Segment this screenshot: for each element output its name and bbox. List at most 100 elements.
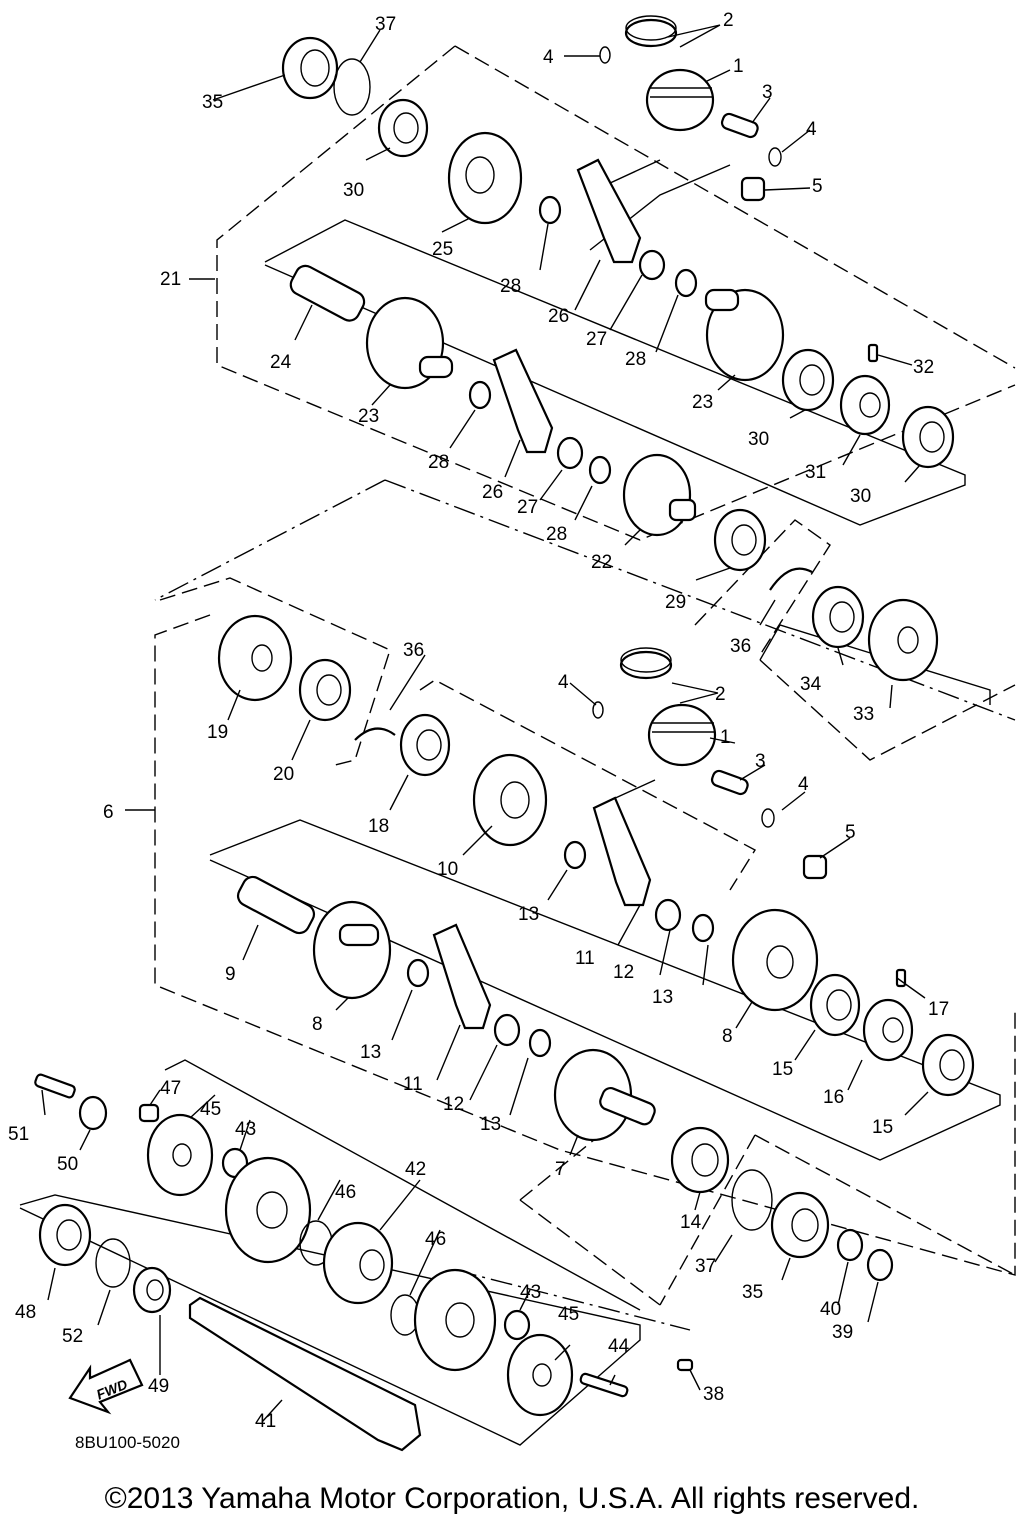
bearing-12-upper xyxy=(654,898,682,932)
callout-46: 46 xyxy=(335,1182,356,1203)
collar-43-lower xyxy=(503,1309,531,1341)
callout-34: 34 xyxy=(800,674,822,695)
callout-8: 8 xyxy=(312,1014,323,1035)
callout-5: 5 xyxy=(845,822,856,843)
callout-30: 30 xyxy=(748,429,769,450)
pin-32 xyxy=(867,343,879,363)
callout-2: 2 xyxy=(715,684,726,705)
diagram-code: 8BU100-5020 xyxy=(75,1433,180,1452)
conrod-11-lower xyxy=(432,923,492,1030)
callout-28: 28 xyxy=(500,276,521,297)
callout-17: 17 xyxy=(928,999,949,1020)
callout-45: 45 xyxy=(200,1099,221,1120)
washer-28-upper-c xyxy=(468,380,492,410)
group-outline-lower-top xyxy=(164,1059,641,1311)
callout-7: 7 xyxy=(555,1159,566,1180)
callout-16: 16 xyxy=(823,1087,844,1108)
callout-26: 26 xyxy=(482,482,503,503)
callout-11: 11 xyxy=(403,1074,423,1095)
callout-10: 10 xyxy=(437,859,458,880)
callout-22: 22 xyxy=(591,552,612,573)
bearing-15-right xyxy=(921,1033,975,1097)
gear-plate-upper xyxy=(224,1156,312,1264)
gear-plate-lower xyxy=(413,1268,497,1372)
bearing-27-lower xyxy=(556,436,584,470)
crank-7 xyxy=(553,1048,656,1142)
callout-15: 15 xyxy=(872,1117,893,1138)
callout-11: 11 xyxy=(575,948,595,969)
callout-43: 43 xyxy=(235,1119,256,1140)
callout-13: 13 xyxy=(360,1042,381,1063)
callout-13: 13 xyxy=(652,987,673,1008)
clip-4-middle-a xyxy=(592,701,604,719)
crank-22 xyxy=(622,453,697,537)
callout-4: 4 xyxy=(558,672,569,693)
crankpin-9 xyxy=(236,875,316,935)
callout-4: 4 xyxy=(806,119,817,140)
callout-35: 35 xyxy=(742,1282,763,1303)
group-outline-21 xyxy=(216,45,1016,541)
callout-13: 13 xyxy=(518,904,539,925)
crank-half-23-left xyxy=(365,296,454,390)
nut-39 xyxy=(866,1248,894,1282)
callout-43: 43 xyxy=(520,1282,541,1303)
callout-2: 2 xyxy=(723,10,734,31)
callout-5: 5 xyxy=(812,176,823,197)
washer-28-upper-a xyxy=(538,195,562,225)
collar-31 xyxy=(839,374,891,436)
washer-13-b xyxy=(691,913,715,943)
leader-lines xyxy=(41,24,929,1423)
callout-29: 29 xyxy=(665,592,686,613)
callout-24: 24 xyxy=(270,352,292,373)
callout-50: 50 xyxy=(57,1154,78,1175)
callout-9: 9 xyxy=(225,964,236,985)
bearing-30-right xyxy=(901,405,955,469)
callout-28: 28 xyxy=(625,349,646,370)
group-outline-19-20 xyxy=(159,577,391,766)
callout-46: 46 xyxy=(425,1229,446,1250)
callout-44: 44 xyxy=(608,1336,630,1357)
group-outline-middle-inner xyxy=(419,679,756,891)
bearing-35-lower xyxy=(770,1191,830,1259)
callout-25: 25 xyxy=(432,239,453,260)
callout-1: 1 xyxy=(720,727,731,748)
bearing-29 xyxy=(713,508,767,572)
callout-12: 12 xyxy=(613,962,634,983)
sprocket-19 xyxy=(217,614,293,702)
callout-37: 37 xyxy=(375,14,396,35)
callout-41: 41 xyxy=(255,1411,276,1432)
clip-4-upper-a xyxy=(599,46,611,64)
callout-51: 51 xyxy=(8,1124,29,1145)
callout-28: 28 xyxy=(546,524,567,545)
callout-27: 27 xyxy=(586,329,607,350)
circlip-37-lower xyxy=(731,1169,773,1231)
callout-1: 1 xyxy=(733,56,744,77)
crank-8-left xyxy=(312,900,392,1000)
conrod-26-lower xyxy=(492,348,554,454)
callout-30: 30 xyxy=(850,486,871,507)
piston-ring-2-upper xyxy=(624,15,678,48)
callout-37: 37 xyxy=(695,1256,716,1277)
callout-36: 36 xyxy=(403,640,424,661)
callout-3: 3 xyxy=(755,751,766,772)
bearing-5-middle xyxy=(802,854,828,880)
callout-35: 35 xyxy=(202,92,223,113)
clip-4-upper-b xyxy=(768,147,782,167)
bearing-12-lower xyxy=(493,1013,521,1047)
collar-16 xyxy=(862,998,914,1062)
circlip-52 xyxy=(95,1238,131,1288)
washer-50 xyxy=(78,1095,108,1131)
callout-8: 8 xyxy=(722,1026,733,1047)
copyright-notice: ©2013 Yamaha Motor Corporation, U.S.A. A… xyxy=(104,1482,920,1515)
callout-47: 47 xyxy=(160,1078,181,1099)
callout-36: 36 xyxy=(730,636,751,657)
piston-ring-2-middle xyxy=(619,647,673,680)
crank-8-right xyxy=(731,908,819,1012)
bearing-48 xyxy=(38,1203,92,1267)
plate-45-lower xyxy=(506,1333,574,1417)
callout-3: 3 xyxy=(762,82,773,103)
group-outline-upper-inner xyxy=(264,219,966,526)
bolt-47 xyxy=(138,1103,160,1123)
bolt-44 xyxy=(579,1372,629,1398)
